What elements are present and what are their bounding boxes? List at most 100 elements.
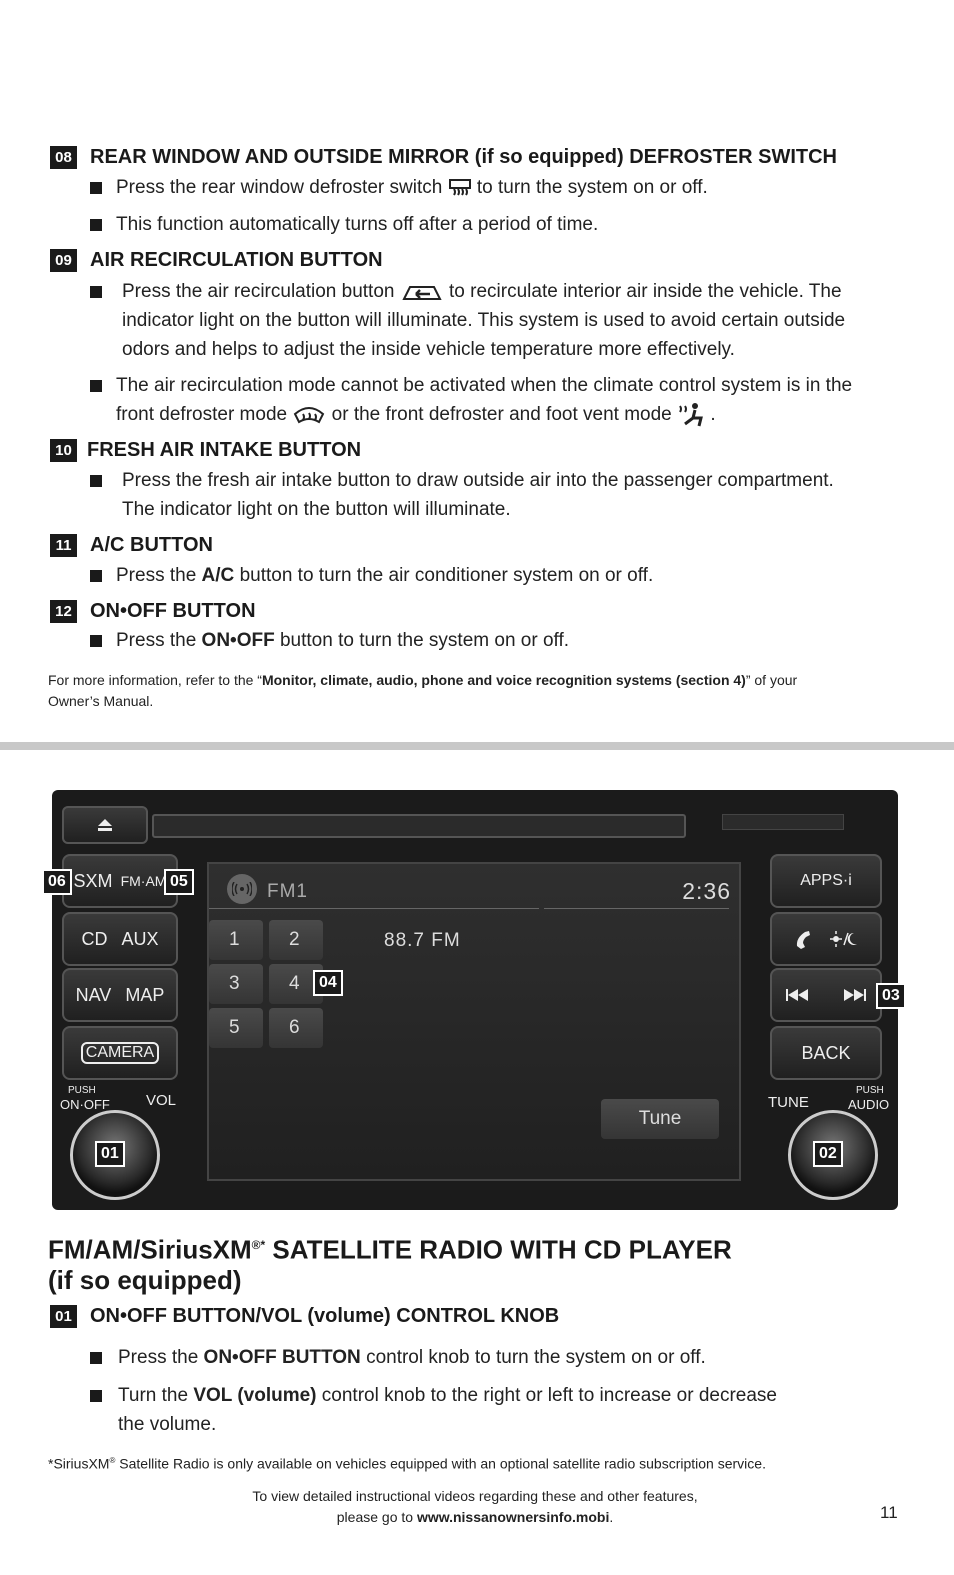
radio-panel-illustration: SXM FM·AM CD AUX NAV MAP CAMERA PUSH ON·…	[52, 790, 898, 1210]
section-number: 08	[50, 146, 77, 169]
bullet-square	[90, 1390, 102, 1402]
bullet-square	[90, 570, 102, 582]
footer-link[interactable]: www.nissanownersinfo.mobi	[416, 1509, 610, 1525]
section-number: 12	[50, 600, 77, 623]
push-label: PUSH	[68, 1085, 96, 1096]
bullet-bold-text: ON•OFF	[201, 630, 275, 651]
section-title: ON•OFF BUTTON/VOL (volume) CONTROL KNOB	[90, 1305, 560, 1327]
seek-back-icon	[786, 989, 808, 1001]
bullet-bold-text: VOL (volume)	[193, 1385, 317, 1406]
bullet-text: front defroster mode	[116, 404, 288, 425]
audio-text: AUDIO	[848, 1097, 890, 1112]
note-bold-text: Monitor, climate, audio, phone and voice…	[261, 672, 746, 688]
cd-aux-button[interactable]: CD AUX	[62, 912, 178, 966]
nav-map-button[interactable]: NAV MAP	[62, 968, 178, 1022]
bullet-text: or the front defroster and foot vent mod…	[331, 404, 672, 425]
bullet-item: Press the rear window defroster switch t…	[90, 173, 708, 202]
bullet-item: Press the A/C button to turn the air con…	[90, 561, 653, 590]
note-text: ” of your	[745, 672, 798, 688]
onoff-label: PUSH ON·OFF	[60, 1086, 110, 1113]
bullet-item: Press the air recirculation button to re…	[90, 277, 910, 364]
camera-label: CAMERA	[80, 1042, 160, 1064]
section-title: FRESH AIR INTAKE BUTTON	[87, 439, 362, 461]
radio-section-heading: FM/AM/SiriusXM®* SATELLITE RADIO WITH CD…	[48, 1230, 732, 1295]
apps-info-button[interactable]: APPS·i	[770, 854, 882, 908]
bullet-text: indicator light on the button will illum…	[122, 310, 846, 331]
section-10-heading: 10 FRESH AIR INTAKE BUTTON	[50, 439, 361, 462]
preset-3[interactable]: 3	[209, 964, 263, 1004]
section-number: 11	[50, 534, 77, 557]
eject-button[interactable]	[62, 806, 148, 844]
map-label: MAP	[125, 984, 165, 1005]
cd-label: CD	[81, 928, 108, 949]
bullet-text: the volume.	[118, 1414, 217, 1435]
section-number: 09	[50, 249, 77, 272]
note-text: For more information, refer to the “	[48, 672, 262, 688]
bullet-square	[90, 286, 102, 298]
station-frequency: 88.7 FM	[384, 930, 461, 951]
section-title: A/C BUTTON	[90, 534, 213, 556]
section-08-heading: 08 REAR WINDOW AND OUTSIDE MIRROR (if so…	[50, 146, 837, 169]
footer-text: .	[609, 1509, 614, 1525]
section-title: AIR RECIRCULATION BUTTON	[90, 249, 383, 271]
phone-icon	[796, 931, 810, 949]
back-label: BACK	[801, 1042, 851, 1063]
seek-button[interactable]	[770, 968, 882, 1022]
section-11-heading: 11 A/C BUTTON	[50, 534, 213, 557]
bullet-text: Press the	[118, 1347, 199, 1368]
callout-03: 03	[876, 983, 906, 1009]
bullet-text: Press the fresh air intake button to dra…	[122, 470, 834, 491]
callout-02: 02	[813, 1141, 843, 1167]
bullet-text: button to turn the system on or off.	[279, 630, 570, 651]
cd-slot	[152, 814, 686, 838]
bullet-square	[90, 219, 102, 231]
bullet-square	[90, 475, 102, 487]
bullet-text: odors and helps to adjust the inside veh…	[122, 339, 735, 360]
callout-05: 05	[164, 869, 194, 895]
phone-brightness-button[interactable]	[770, 912, 882, 966]
camera-button[interactable]: CAMERA	[62, 1026, 178, 1080]
clock-display: 2:36	[682, 878, 731, 904]
bullet-text: The indicator light on the button will i…	[122, 499, 511, 520]
tune-button[interactable]: Tune	[601, 1099, 719, 1139]
vol-label: VOL	[146, 1092, 177, 1109]
header-underline-right	[544, 908, 729, 909]
footer: To view detailed instructional videos re…	[0, 1486, 950, 1528]
note-text: Owner’s Manual.	[48, 693, 154, 709]
bullet-text: Press the	[116, 565, 197, 586]
back-button[interactable]: BACK	[770, 1026, 882, 1080]
section-divider	[0, 742, 954, 750]
sxm-fmam-button[interactable]: SXM FM·AM	[62, 854, 178, 908]
bullet-text: button to turn the air conditioner syste…	[239, 565, 654, 586]
preset-1[interactable]: 1	[209, 920, 263, 960]
heading-text: SATELLITE RADIO WITH CD PLAYER	[265, 1234, 732, 1265]
footer-text: please go to	[336, 1509, 417, 1525]
bullet-item: Press the ON•OFF BUTTON control knob to …	[90, 1343, 706, 1372]
vol-onoff-knob[interactable]	[70, 1110, 160, 1200]
bullet-text: Turn the	[118, 1385, 189, 1406]
eject-icon	[98, 819, 112, 831]
preset-6[interactable]: 6	[269, 1008, 323, 1048]
radio-wave-icon	[227, 874, 257, 904]
bullet-bold-text: A/C	[201, 565, 235, 586]
recirculation-icon	[402, 285, 442, 300]
section-number: 01	[50, 1305, 77, 1328]
preset-2[interactable]: 2	[269, 920, 323, 960]
callout-06: 06	[42, 869, 72, 895]
bullet-text: to recirculate interior air inside the v…	[449, 281, 842, 302]
info-note: For more information, refer to the “Moni…	[48, 670, 908, 712]
bullet-text: to turn the system on or off.	[476, 177, 708, 198]
front-defroster-icon	[294, 406, 325, 424]
section-number: 10	[50, 439, 77, 462]
footer-text: To view detailed instructional videos re…	[252, 1488, 698, 1504]
bullet-text: This function automatically turns off af…	[116, 214, 599, 235]
preset-5[interactable]: 5	[209, 1008, 263, 1048]
section-09-heading: 09 AIR RECIRCULATION BUTTON	[50, 249, 383, 272]
bullet-text: Press the	[116, 630, 197, 651]
bullet-square	[90, 635, 102, 647]
sxm-label: SXM	[73, 870, 113, 891]
seek-forward-icon	[844, 989, 866, 1001]
bullet-text: .	[710, 404, 716, 425]
bullet-text: control knob to turn the system on or of…	[366, 1347, 706, 1368]
section-01-heading: 01 ON•OFF BUTTON/VOL (volume) CONTROL KN…	[50, 1305, 559, 1328]
